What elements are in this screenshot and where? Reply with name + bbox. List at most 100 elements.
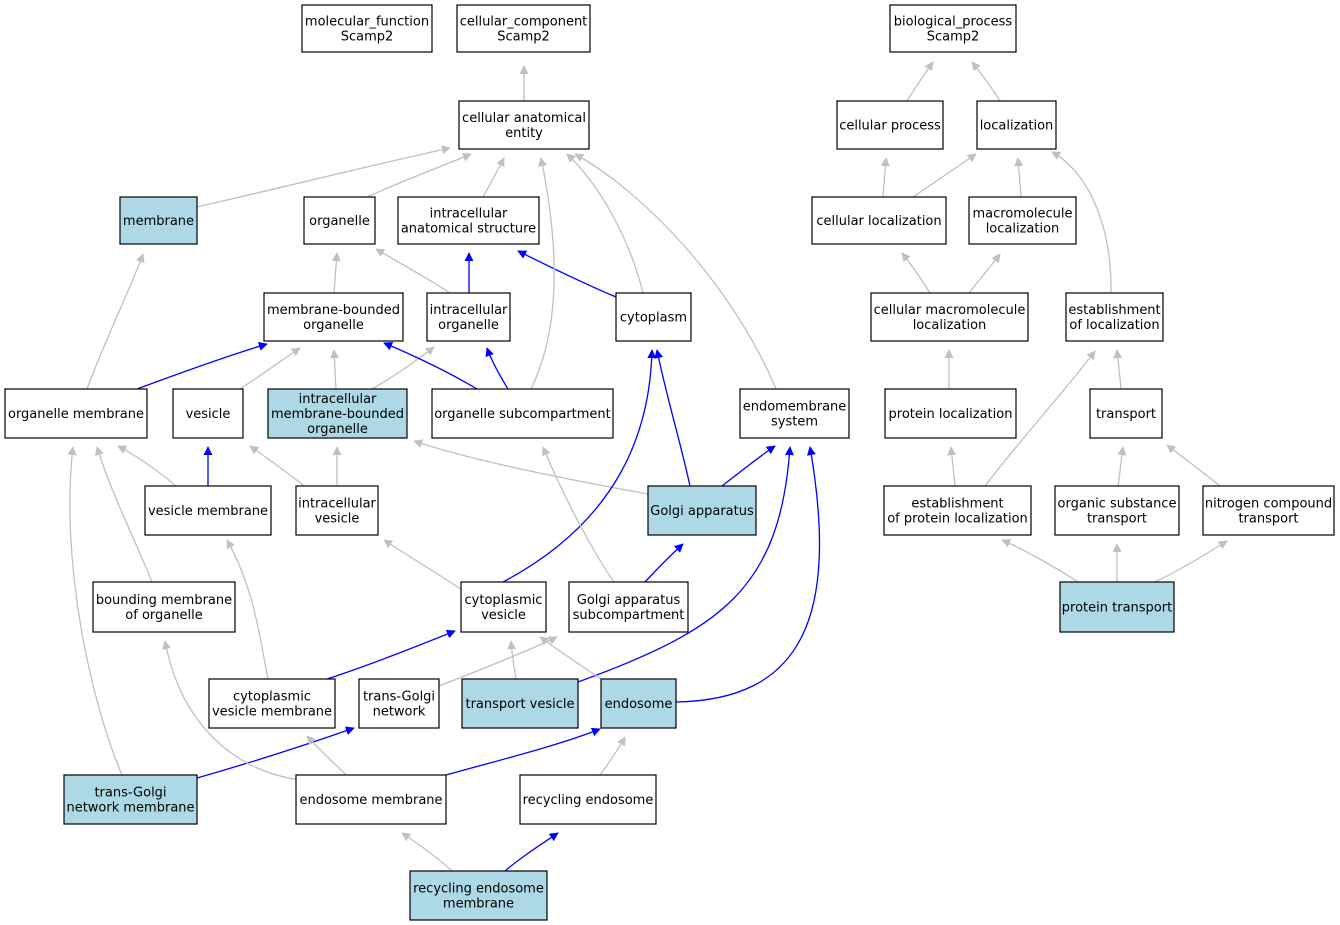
node-box <box>208 678 336 729</box>
node-label: establishment <box>1068 303 1160 318</box>
node-label: cytoplasm <box>620 311 687 326</box>
node-box <box>1059 581 1175 633</box>
edge-cytoplasmic-vesicle-to-cytoplasm <box>502 349 657 583</box>
node-protein-localization[interactable]: protein localization <box>884 388 1017 439</box>
edge-vesicle-membrane-to-organelle-membrane <box>117 445 177 487</box>
node-localization[interactable]: localization <box>976 100 1057 150</box>
edge-endosome-to-endomembrane-system <box>675 446 821 703</box>
edge-intracellular-vesicle-to-vesicle <box>249 445 305 487</box>
edge-transport-to-establishment-of-localization <box>1113 349 1123 390</box>
node-box <box>884 388 1017 439</box>
node-label: Golgi apparatus <box>577 593 681 608</box>
node-golgi-apparatus[interactable]: Golgi apparatus <box>647 485 757 536</box>
node-box <box>295 774 447 825</box>
node-cellular-process[interactable]: cellular process <box>836 100 944 150</box>
node-transport[interactable]: transport <box>1089 388 1163 439</box>
node-organelle-membrane[interactable]: organelle membrane <box>4 388 148 439</box>
node-endosome[interactable]: endosome <box>600 678 677 729</box>
node-transport-vesicle[interactable]: transport vesicle <box>461 678 579 729</box>
node-label: intracellular <box>298 497 376 512</box>
node-recycling-endosome[interactable]: recycling endosome <box>519 774 657 825</box>
node-cytoplasm[interactable]: cytoplasm <box>615 292 692 342</box>
node-label: cytoplasmic <box>465 593 543 608</box>
node-box <box>119 196 198 245</box>
node-label: organelle <box>307 422 368 437</box>
edge-cellular-process-to-biological-process <box>906 61 934 102</box>
node-membrane[interactable]: membrane <box>119 196 198 245</box>
node-label: cellular localization <box>816 214 941 229</box>
edge-transport-vesicle-to-cytoplasmic-vesicle <box>507 640 517 680</box>
edge-organelle-subcompartment-to-cellular-anatomical-entity <box>530 157 555 390</box>
node-box <box>409 870 548 921</box>
node-box <box>303 196 376 245</box>
edge-trans-golgi-network-membrane-to-organelle-membrane <box>67 446 123 776</box>
node-box <box>1202 485 1335 536</box>
node-label: of protein localization <box>887 512 1028 527</box>
node-label: Scamp2 <box>927 30 980 45</box>
node-box <box>1054 485 1180 536</box>
node-vesicle-membrane[interactable]: vesicle membrane <box>144 485 272 536</box>
edge-cellular-localization-to-cellular-process <box>880 157 890 198</box>
node-label: nitrogen compound <box>1205 497 1332 512</box>
edge-cytoplasm-to-intracellular-anatomical-structure <box>517 250 617 298</box>
node-label: Golgi apparatus <box>650 504 754 519</box>
node-box <box>600 678 677 729</box>
node-label: establishment <box>911 497 1003 512</box>
node-box <box>172 388 244 439</box>
node-protein-transport[interactable]: protein transport <box>1059 581 1175 633</box>
node-box <box>1089 388 1163 439</box>
edge-cytoplasmic-vesicle-to-intracellular-vesicle <box>383 539 463 591</box>
node-box <box>811 196 947 245</box>
node-label: of organelle <box>125 608 202 623</box>
node-label: system <box>771 415 818 430</box>
node-box <box>295 485 379 536</box>
edge-cytoplasm-to-cellular-anatomical-entity <box>566 153 644 294</box>
edge-macromolecule-localization-to-localization <box>1014 157 1024 198</box>
node-label: macromolecule <box>972 207 1072 222</box>
node-organelle[interactable]: organelle <box>303 196 376 245</box>
node-label: vesicle membrane <box>212 705 332 720</box>
edge-membrane-to-cellular-anatomical-entity <box>196 145 451 208</box>
node-label: protein localization <box>889 407 1013 422</box>
node-label: subcompartment <box>573 608 685 623</box>
node-label: transport <box>1087 512 1147 527</box>
node-organelle-subcompartment[interactable]: organelle subcompartment <box>431 388 614 439</box>
node-label: biological_process <box>894 15 1013 30</box>
edge-intracellular-organelle-to-organelle <box>375 248 451 294</box>
edge-protein-transport-to-establishment-of-protein-localization <box>1001 539 1079 583</box>
node-endosome-membrane[interactable]: endosome membrane <box>295 774 447 825</box>
node-label: endomembrane <box>743 400 847 415</box>
node-label: endosome <box>605 697 673 712</box>
node-box <box>431 388 614 439</box>
node-label: localization <box>986 222 1060 237</box>
node-vesicle[interactable]: vesicle <box>172 388 244 439</box>
node-label: intracellular <box>430 207 508 222</box>
node-box <box>836 100 944 150</box>
node-label: organelle <box>438 318 499 333</box>
node-cellular-localization[interactable]: cellular localization <box>811 196 947 245</box>
